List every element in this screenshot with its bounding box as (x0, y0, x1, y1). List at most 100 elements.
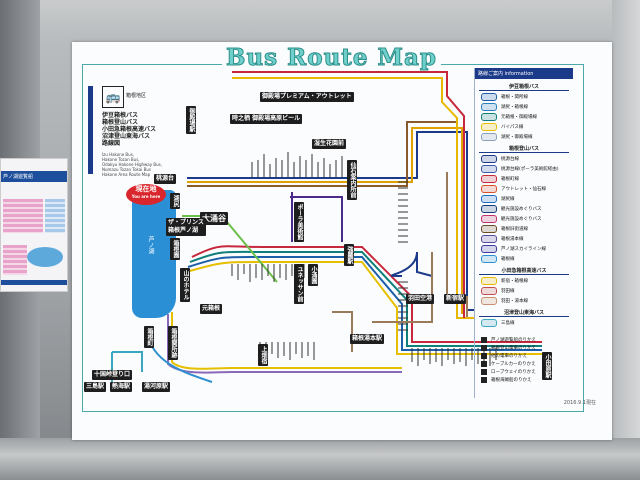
legend-item-label: 観光施設めぐりバス (501, 217, 542, 222)
station-odawara: 小田原駅 (542, 352, 552, 380)
legend-bar (88, 86, 93, 174)
legend-group-title: 伊豆箱根バス (479, 83, 569, 91)
station-shinjuku: 新宿駅 (444, 294, 467, 304)
info-groups: 伊豆箱根バス箱根・関所線湖尻・箱根線元箱根・御殿場線バイパス線湖尻・御殿場線箱根… (475, 83, 573, 383)
station-atami: 熱海駅 (110, 382, 133, 392)
station-togendai: 桃源台 (154, 174, 177, 184)
route-line (187, 255, 542, 351)
route-color-icon (481, 113, 497, 121)
you-are-here-en: You are here (131, 194, 161, 199)
route-color-icon (481, 235, 497, 243)
timetable (45, 199, 65, 233)
route-color-icon (481, 165, 497, 173)
station-gotemba: 御殿場駅 (186, 106, 196, 134)
legend-group-title: 沼津登山東海バス (479, 309, 569, 317)
station-haneda: 羽田空港 (406, 294, 435, 304)
route-info-legend: 路線ご案内 information 伊豆箱根バス箱根・関所線湖尻・箱根線元箱根・… (474, 68, 573, 398)
map-title: Bus Route Map (222, 44, 442, 72)
legend-item: 芦ノ湖スカイライン線 (481, 245, 567, 253)
station-prince: ザ・プリンス 箱根芦ノ湖 (166, 218, 206, 236)
legend-item-label: バイパス線 (501, 125, 524, 130)
route-color-icon (481, 175, 497, 183)
route-color-icon (481, 277, 497, 285)
lake-ashi (132, 190, 176, 318)
spacer (475, 329, 573, 335)
station-sekisho: 箱根関所跡 (168, 326, 178, 360)
legend-item: 観光施設めぐりバス (481, 205, 567, 213)
transfer-label: 芦ノ湖遊覧船のりかえ (491, 338, 536, 343)
station-pola: ポーラ美術館 (294, 202, 304, 242)
station-yugawara: 湯河原駅 (142, 382, 171, 392)
stop-ticks (411, 348, 497, 366)
route-color-icon (481, 155, 497, 163)
route-line (191, 245, 542, 343)
lake-mini-map (27, 247, 63, 267)
transfer-icon (481, 353, 487, 359)
transfer-icon (481, 369, 487, 375)
station-owakudani: 大涌谷 (200, 212, 228, 225)
transfer-label: ロープウェイのりかえ (491, 370, 536, 375)
legend-item: 三島線 (481, 319, 567, 327)
legend-item-label: 桃源台線 (501, 157, 519, 162)
legend-item-label: 箱根町線 (501, 177, 519, 182)
route-line (232, 77, 474, 319)
legend-item-label: 湖尻・箱根線 (501, 105, 528, 110)
route-color-icon (481, 123, 497, 131)
route-color-icon (481, 195, 497, 203)
legend-item-label: 箱根・関所線 (501, 95, 528, 100)
station-sengoku: 仙石案内所前 (347, 160, 357, 200)
transfer-icon (481, 361, 487, 367)
station-yamanohotel: 山のホテル (180, 268, 190, 302)
legend-item: 箱根湯本線 (481, 235, 567, 243)
transfer-item: 芦ノ湖遊覧船のりかえ (481, 337, 567, 343)
transfer-label: 箱根海賊船のりかえ (491, 378, 532, 383)
legend-item: 箱根旧街道線 (481, 225, 567, 233)
station-motohakone: 元箱根 (200, 304, 223, 314)
route-line (187, 131, 474, 311)
legend-item: 湖尻線 (481, 195, 567, 203)
route-color-icon (481, 215, 497, 223)
route-color-icon (481, 205, 497, 213)
side-poster: 芦ノ湖遊覧船 (0, 158, 68, 292)
station-hakonemachi: 箱根町 (144, 326, 154, 348)
transfer-item: 他の電車のりかえ (481, 353, 567, 359)
legend-item: 羽田線 (481, 287, 567, 295)
legend-item: 桃源台線 (481, 155, 567, 163)
station-kamihatajuku: 上畑宿 (258, 344, 268, 366)
legend-item-label: 箱根湯本線 (501, 237, 524, 242)
legend-item: 元箱根・御殿場線 (481, 113, 567, 121)
window-frame-right (612, 0, 640, 480)
operator-en: Hakone Area Route Map (102, 172, 151, 177)
timetable (3, 245, 27, 275)
legend-item-label: アウトレット・仙石線 (501, 187, 546, 192)
legend-item: バイパス線 (481, 123, 567, 131)
info-header: 路線ご案内 information (475, 68, 573, 79)
transfer-label: ケーブルカーのりかえ (491, 362, 536, 367)
transfer-item: ロープウェイのりかえ (481, 369, 567, 375)
operator: 路線図 (102, 140, 121, 147)
route-color-icon (481, 255, 497, 263)
bus-icon: 🚌 (102, 86, 124, 108)
route-color-icon (481, 185, 497, 193)
legend-item: 箱根線 (481, 255, 567, 263)
legend-group-title: 小田急箱根高速バス (479, 267, 569, 275)
operator-en: Izu Hakone Bus, (102, 152, 135, 157)
route-color-icon (481, 319, 497, 327)
transfer-icon (481, 377, 487, 383)
route-line (391, 251, 433, 277)
route-color-icon (481, 93, 497, 101)
station-gora: 強羅駅 (344, 244, 354, 266)
route-color-icon (481, 297, 497, 305)
legend-item: アウトレット・仙石線 (481, 185, 567, 193)
transfer-icon (481, 345, 487, 351)
stop-ticks (398, 181, 408, 331)
transfer-item: 箱根登山電車のりかえ (481, 345, 567, 351)
legend-item: 観光施設めぐりバス (481, 215, 567, 223)
route-line (187, 127, 463, 314)
route-line (290, 192, 343, 242)
operator: 沼津登山東海バス (102, 133, 151, 140)
you-are-here-marker: 現在地 You are here (126, 184, 166, 205)
route-line (185, 261, 542, 355)
station-kowakien: 小涌園 (308, 264, 318, 286)
operator: 箱根登山バス (102, 119, 139, 126)
